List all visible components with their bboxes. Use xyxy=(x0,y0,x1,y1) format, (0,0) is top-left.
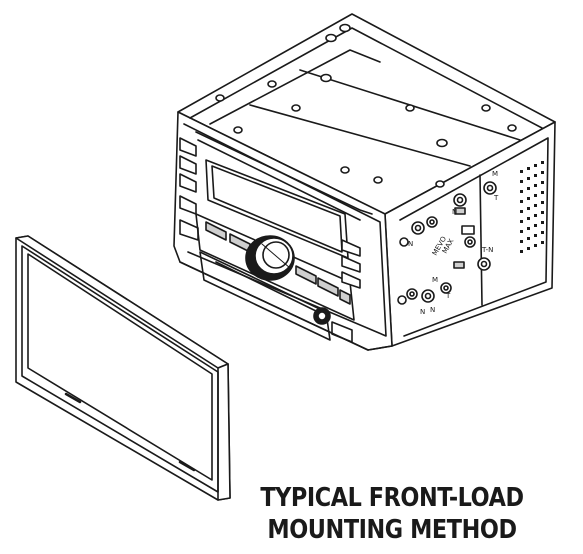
side-label: M xyxy=(492,170,498,178)
screw-hole-icon xyxy=(436,138,448,148)
preset-buttons xyxy=(205,221,351,305)
caption-line-2: MOUNTING METHOD xyxy=(267,515,517,545)
head-unit: M T MEVO MAX T-N N N M T N N xyxy=(173,13,556,351)
screw-hole-icon xyxy=(325,33,337,43)
side-mounting-holes xyxy=(397,181,497,305)
side-label: T xyxy=(445,292,451,300)
screw-hole-icon xyxy=(405,104,415,112)
screw-hole-icon xyxy=(320,73,332,83)
screw-hole-icon xyxy=(267,80,277,88)
trim-ring-inner xyxy=(27,253,213,481)
screw-hole-icon xyxy=(481,104,491,112)
screw-hole-icon xyxy=(233,126,243,134)
volume-knob-icon xyxy=(245,235,295,281)
screw-hole-icon xyxy=(215,94,225,102)
screw-hole-icon xyxy=(435,180,445,188)
side-label: N xyxy=(430,306,435,314)
caption: TYPICAL FRONT-LOAD MOUNTING METHOD xyxy=(254,482,529,546)
screw-hole-icon xyxy=(373,176,383,184)
side-label: T-N xyxy=(481,246,493,254)
left-buttons xyxy=(179,137,199,241)
vent-grid xyxy=(520,161,544,253)
screw-hole-icon xyxy=(507,124,517,132)
side-label: N xyxy=(408,240,413,248)
aux-jack-icon xyxy=(313,307,331,325)
right-buttons xyxy=(341,239,361,289)
side-label: N xyxy=(420,308,425,316)
side-label: M xyxy=(432,276,438,284)
side-label: N xyxy=(452,208,457,216)
screw-hole-icon xyxy=(291,104,301,112)
caption-line-1: TYPICAL FRONT-LOAD xyxy=(260,483,524,513)
trim-ring xyxy=(15,235,231,501)
screw-hole-icon xyxy=(340,166,350,174)
side-label: T xyxy=(493,194,499,202)
screw-hole-icon xyxy=(339,23,351,33)
